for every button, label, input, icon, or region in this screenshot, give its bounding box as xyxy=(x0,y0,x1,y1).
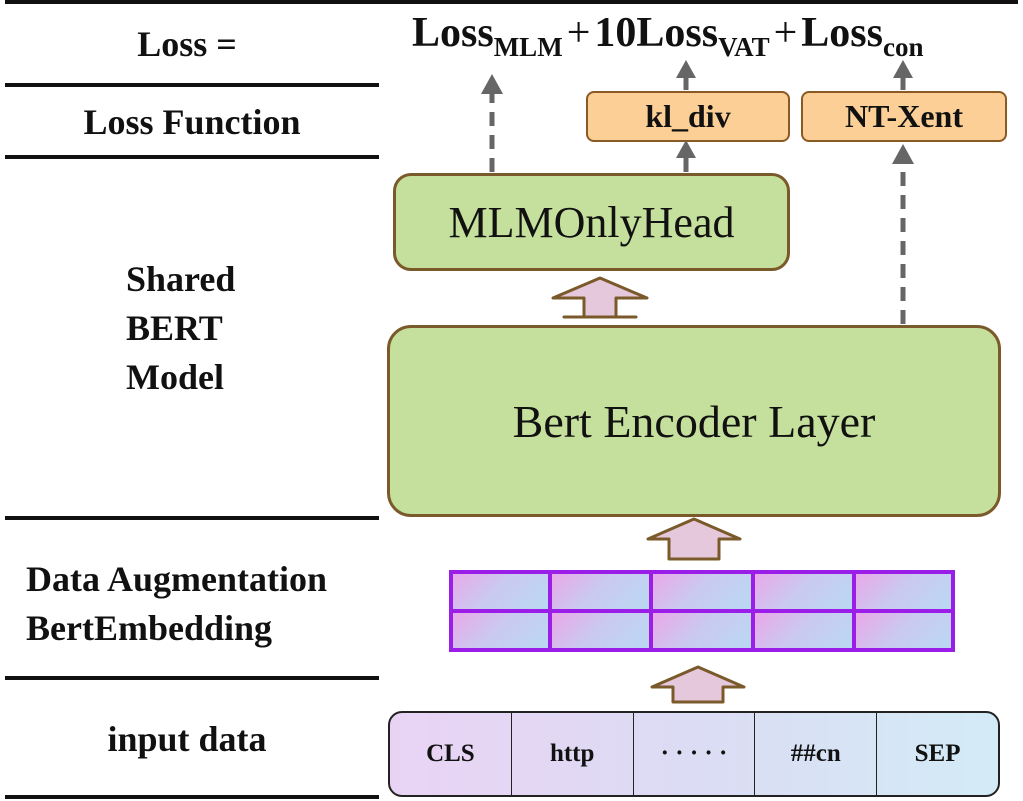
shared-model-label-line: Model xyxy=(126,356,224,397)
loss-formula: LossMLM+10LossVAT+Losscon xyxy=(412,12,924,61)
rule-loss xyxy=(5,83,379,87)
rule-augmentation xyxy=(5,676,379,680)
arrowhead-icon xyxy=(892,144,914,164)
embedding-cell xyxy=(752,611,854,652)
nt-xent-box: NT-Xent xyxy=(801,91,1007,142)
token-cls: CLS xyxy=(390,713,512,795)
token-cn: ##cn xyxy=(755,713,878,795)
shared-model-label-line: Shared xyxy=(126,259,236,299)
shared-model-label: Shared BERT Model xyxy=(126,255,235,402)
token-http: http xyxy=(512,713,634,795)
embedding-cell xyxy=(752,570,854,611)
arrowhead-icon xyxy=(676,140,696,158)
embedding-cell xyxy=(651,611,753,652)
embedding-cell xyxy=(449,611,551,652)
arrowhead-icon xyxy=(481,74,503,94)
plus-sign: + xyxy=(773,10,798,56)
arrowhead-icon xyxy=(893,60,913,78)
loss-function-label: Loss Function xyxy=(83,102,301,142)
plus-sign: + xyxy=(566,10,591,56)
embedding-cell xyxy=(651,570,753,611)
loss-term-con: Losscon xyxy=(801,10,924,62)
rule-loss-function xyxy=(5,155,379,159)
shared-model-label-line: BERT xyxy=(126,307,223,348)
input-token-strip: CLS http · · · · · ##cn SEP xyxy=(388,711,1000,797)
augmentation-label-line: Data Augmentation xyxy=(26,559,328,599)
block-arrow-icon xyxy=(551,276,649,319)
rule-top xyxy=(5,0,1018,4)
input-data-label: input data xyxy=(107,719,267,759)
token-sep: SEP xyxy=(914,740,961,767)
augmentation-label: Data Augmentation BertEmbedding xyxy=(26,555,327,653)
loss-term-vat: 10LossVAT xyxy=(594,10,770,62)
token-ellipsis: · · · · · xyxy=(634,713,756,795)
embedding-cell xyxy=(550,570,652,611)
augmentation-label-line: BertEmbedding xyxy=(26,607,273,648)
loss-label: Loss = xyxy=(137,24,237,64)
loss-term-mlm: LossMLM xyxy=(412,10,563,62)
block-arrow-icon xyxy=(650,665,746,704)
block-arrow-icon xyxy=(646,517,742,561)
mlm-only-head-box: MLMOnlyHead xyxy=(393,173,790,271)
rule-model xyxy=(5,516,379,520)
arrowhead-icon xyxy=(676,60,696,78)
kl-div-box: kl_div xyxy=(586,91,790,142)
rule-bottom xyxy=(5,795,379,799)
bert-encoder-layer-box: Bert Encoder Layer xyxy=(387,325,1001,517)
